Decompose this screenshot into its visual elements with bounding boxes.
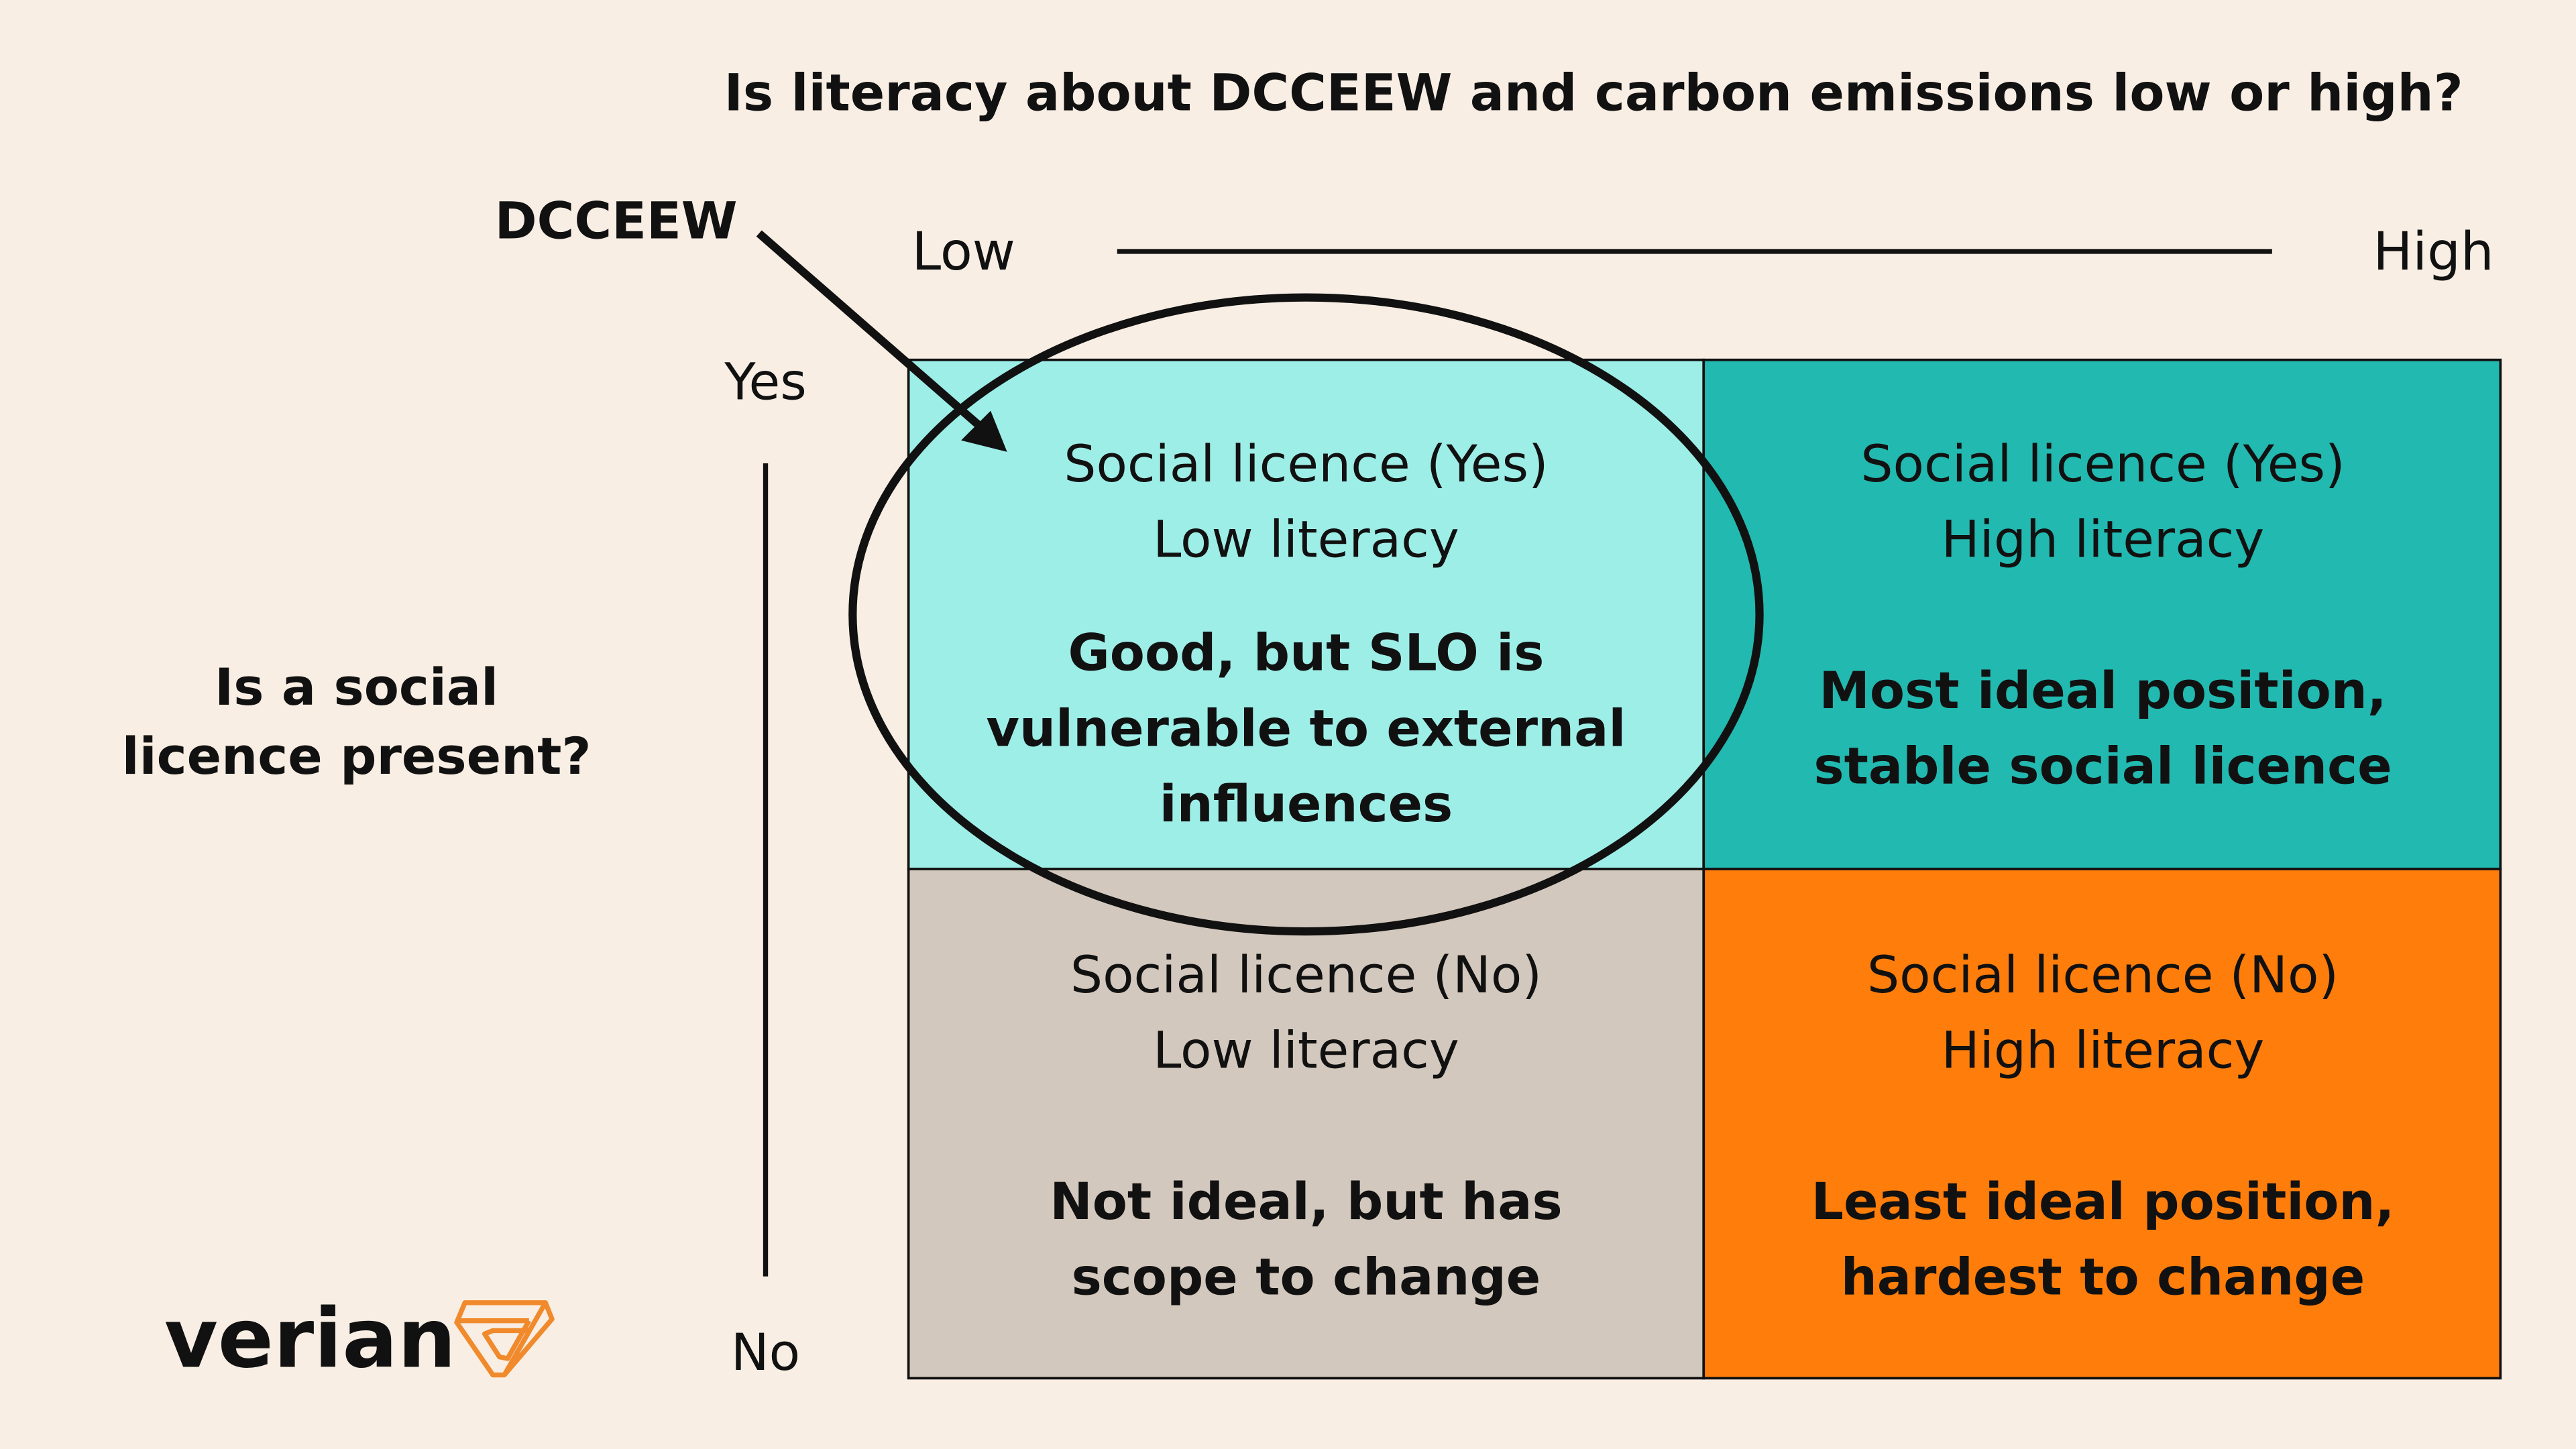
- quadrant-no-low-line-1: Social licence (No): [1070, 945, 1542, 1004]
- verian-logo: verian: [164, 1290, 555, 1386]
- x-axis-high-label: High: [2373, 221, 2494, 282]
- annotation-label: DCCEEW: [495, 191, 738, 250]
- quadrant-yes-low-verdict-1: Good, but SLO is: [1068, 624, 1544, 683]
- quadrant-no-high: [1702, 868, 2502, 1380]
- logo-wordmark: verian: [164, 1290, 456, 1386]
- quadrant-no-high-verdict-2: hardest to change: [1841, 1248, 2365, 1307]
- logo-triangle-icon: [454, 1300, 555, 1378]
- quadrant-yes-high-line-2: High literacy: [1942, 510, 2265, 569]
- diagram-title: Is literacy about DCCEEW and carbon emis…: [724, 63, 2463, 122]
- quadrant-no-low: [907, 868, 1705, 1380]
- y-axis-no-label: No: [731, 1323, 800, 1382]
- quadrant-yes-high-verdict-1: Most ideal position,: [1819, 661, 2386, 720]
- quadrant-yes-low-verdict-3: influences: [1160, 774, 1453, 833]
- quadrant-no-low-line-2: Low literacy: [1153, 1021, 1459, 1080]
- quadrant-no-low-verdict-1: Not ideal, but has: [1050, 1172, 1562, 1231]
- quadrant-yes-low: [907, 358, 1705, 870]
- highlight-ellipse: [848, 293, 1764, 936]
- y-axis-yes-label: Yes: [724, 352, 807, 411]
- quadrant-no-low-verdict-2: scope to change: [1072, 1248, 1541, 1307]
- quadrant-yes-high-line-1: Social licence (Yes): [1860, 434, 2345, 494]
- annotation-arrow-line: [756, 230, 982, 429]
- quadrant-yes-low-line-2: Low literacy: [1153, 510, 1459, 569]
- quadrant-yes-high-verdict-2: stable social licence: [1813, 737, 2392, 796]
- arrow-head-icon: [961, 410, 1007, 452]
- x-axis-low-label: Low: [912, 221, 1015, 282]
- quadrant-yes-low-verdict-2: vulnerable to external: [986, 699, 1626, 758]
- y-axis-question-line-2: licence present?: [122, 727, 592, 786]
- y-axis-question-line-1: Is a social: [215, 658, 498, 717]
- quadrant-no-high-line-1: Social licence (No): [1867, 945, 2339, 1004]
- quadrant-no-high-verdict-1: Least ideal position,: [1811, 1172, 2395, 1231]
- quadrant-yes-low-line-1: Social licence (Yes): [1064, 434, 1548, 494]
- quadrant-no-high-line-2: High literacy: [1942, 1021, 2265, 1080]
- quadrant-yes-high: [1702, 358, 2502, 870]
